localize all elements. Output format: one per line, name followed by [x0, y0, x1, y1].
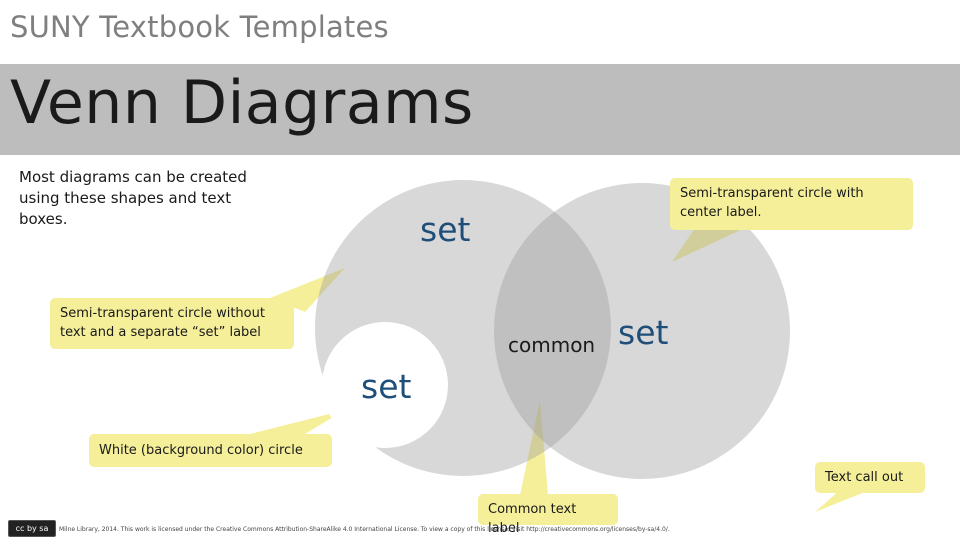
callout-pointer-common	[520, 400, 548, 495]
callout-pointer-white	[250, 410, 345, 434]
white-circle	[322, 322, 448, 448]
cc-license-icon: cc by sa	[8, 520, 56, 537]
title-band	[0, 64, 960, 155]
footer: cc by sa Milne Library, 2014. This work …	[0, 517, 960, 540]
common-label: common	[508, 333, 596, 357]
slide-title: Venn Diagrams	[10, 68, 474, 138]
callout-pointer-text	[815, 490, 870, 512]
callout-right-circle: Semi-transparent circle with center labe…	[670, 178, 913, 230]
callout-white-circle: White (background color) circle	[89, 434, 332, 467]
intro-text: Most diagrams can be created using these…	[19, 168, 247, 228]
set-label-right: set	[618, 313, 669, 352]
license-text: Milne Library, 2014. This work is licens…	[59, 526, 670, 533]
callout-pointer-right	[672, 228, 745, 262]
callout-common: Common text label	[478, 494, 618, 536]
callout-text: Text call out	[815, 462, 925, 493]
callout-left-circle: Semi-transparent circle without text and…	[50, 298, 294, 349]
set-label-small: set	[361, 367, 412, 406]
header-title: SUNY Textbook Templates	[10, 10, 389, 44]
right-set-circle	[494, 183, 790, 479]
set-label-top: set	[420, 210, 471, 249]
